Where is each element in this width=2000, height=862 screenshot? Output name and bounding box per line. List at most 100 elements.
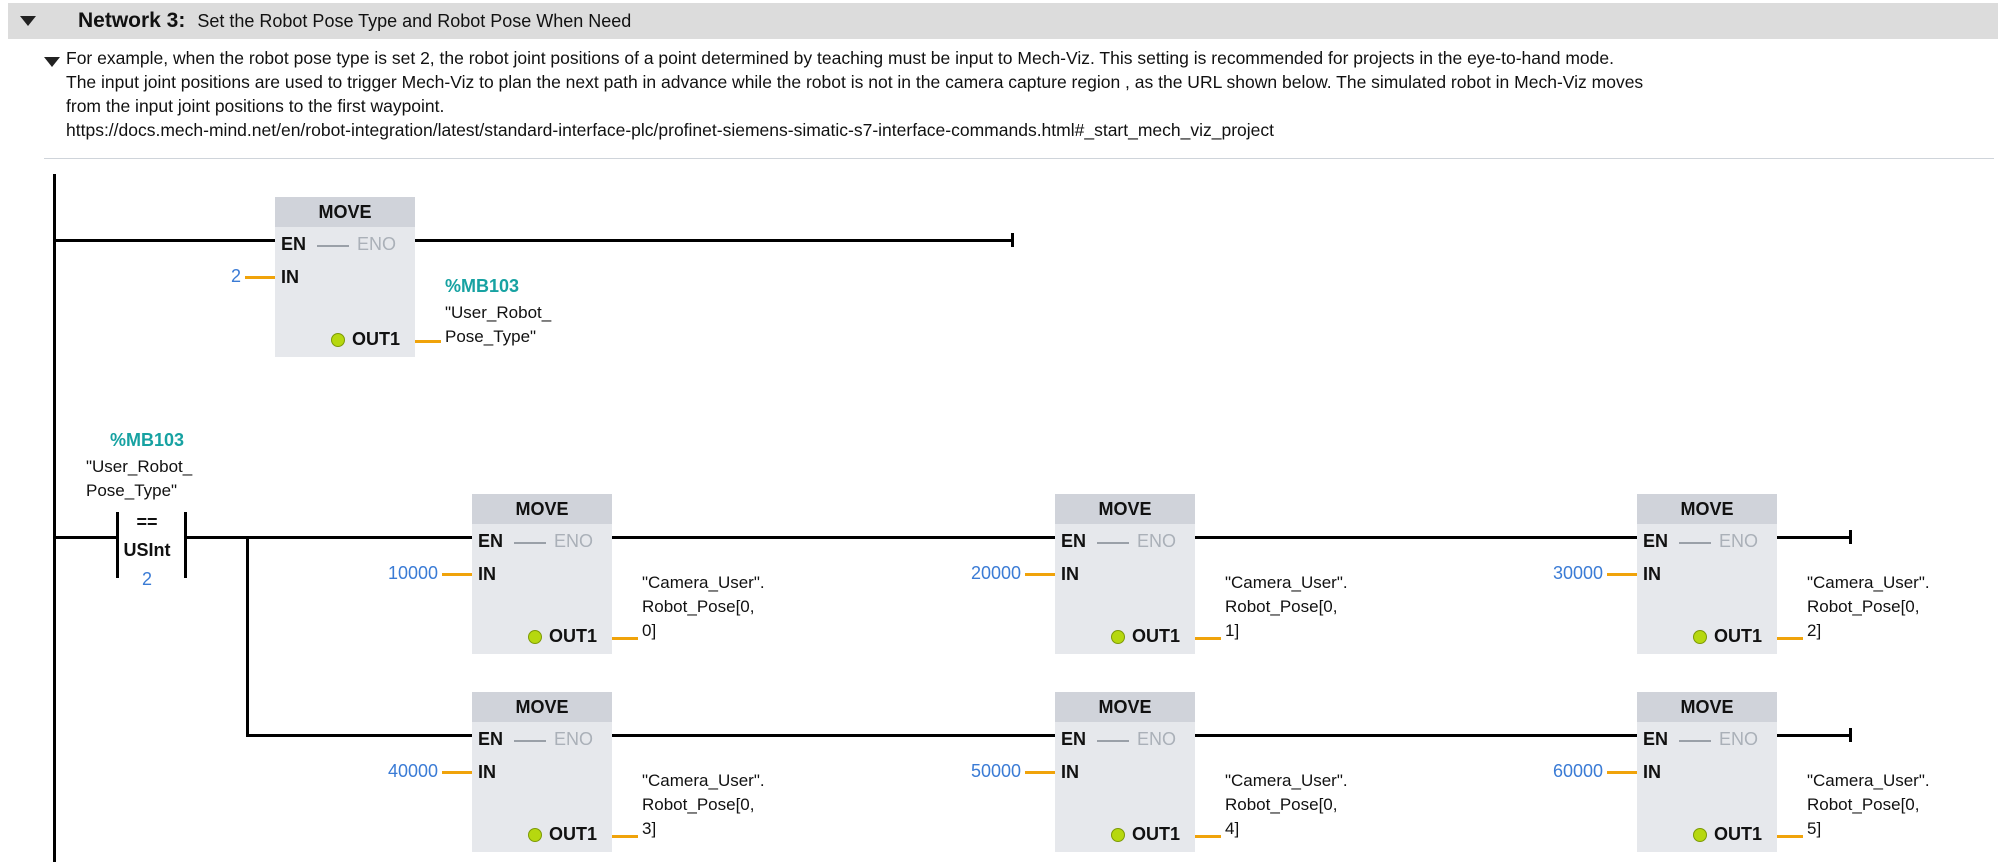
rung2-wire-out xyxy=(1776,536,1851,539)
move-title: MOVE xyxy=(1637,494,1777,524)
out-operand-symbol[interactable]: "Camera_User". Robot_Pose[0, 5] xyxy=(1807,771,1930,838)
in-operand-wire xyxy=(442,771,472,774)
out-operand-address[interactable]: %MB103 xyxy=(445,276,520,296)
pin-en: EN xyxy=(478,729,504,749)
pin-out1: OUT1 xyxy=(1132,626,1181,646)
move-title: MOVE xyxy=(472,494,612,524)
collapse-network-icon[interactable] xyxy=(20,16,36,26)
pin-eno: ENO xyxy=(1137,729,1177,749)
rung2-wire-2-3 xyxy=(1194,536,1637,539)
branch-wire-out xyxy=(1776,734,1851,737)
in-operand-value[interactable]: 60000 xyxy=(1552,761,1603,781)
out-operand-symbol[interactable]: "Camera_User". Robot_Pose[0, 0] xyxy=(642,573,765,640)
pin-eno: ENO xyxy=(1719,531,1759,551)
pin-eno: ENO xyxy=(1719,729,1759,749)
in-operand-value[interactable]: 30000 xyxy=(1552,563,1603,583)
pin-eno: ENO xyxy=(1137,531,1177,551)
move-box[interactable]: MOVE xyxy=(275,197,415,357)
compare-address[interactable]: %MB103 xyxy=(110,430,185,450)
comment-line: from the input joint positions to the fi… xyxy=(66,96,445,116)
out-operand-wire xyxy=(612,835,638,838)
move-title: MOVE xyxy=(1055,494,1195,524)
en-eno-line xyxy=(514,740,546,742)
collapse-comment-icon[interactable] xyxy=(44,57,60,67)
comment-url[interactable]: https://docs.mech-mind.net/en/robot-inte… xyxy=(66,120,1275,140)
branch-wire-1-2 xyxy=(612,734,1055,737)
rung2-wire-end xyxy=(1849,530,1852,544)
pin-in: IN xyxy=(1061,564,1079,584)
compare-operator: == xyxy=(136,512,158,532)
out-operand-symbol[interactable]: "Camera_User". Robot_Pose[0, 3] xyxy=(642,771,765,838)
move-box[interactable]: MOVE xyxy=(1637,692,1777,852)
move-title: MOVE xyxy=(1055,692,1195,722)
pin-out1: OUT1 xyxy=(1714,824,1763,844)
branch-wire-end xyxy=(1849,728,1852,742)
output-marker-icon xyxy=(528,630,542,644)
rung1-wire-in xyxy=(55,239,275,242)
power-rail xyxy=(53,174,56,862)
in-operand-value[interactable]: 2 xyxy=(230,266,241,286)
in-operand-value[interactable]: 50000 xyxy=(970,761,1021,781)
en-eno-line xyxy=(1097,542,1129,544)
pin-eno: ENO xyxy=(357,234,397,254)
out-operand-wire xyxy=(612,637,638,640)
out-operand-symbol[interactable]: "User_Robot_ Pose_Type" xyxy=(445,303,552,346)
in-operand-wire xyxy=(245,276,275,279)
rung2-branch-wire xyxy=(246,734,472,737)
in-operand-wire xyxy=(1025,573,1055,576)
rung2-wire-in xyxy=(55,536,117,539)
network-title[interactable]: Set the Robot Pose Type and Robot Pose W… xyxy=(197,10,632,31)
in-operand-value[interactable]: 20000 xyxy=(970,563,1021,583)
network-header[interactable]: Network 3: Set the Robot Pose Type and R… xyxy=(8,3,1998,39)
compare-value[interactable]: 2 xyxy=(142,569,153,589)
comment-line: The input joint positions are used to tr… xyxy=(66,72,1644,92)
move-box[interactable]: MOVE xyxy=(1055,692,1195,852)
out-operand-wire xyxy=(1777,637,1803,640)
pin-eno: ENO xyxy=(554,531,594,551)
output-marker-icon xyxy=(1693,828,1707,842)
out-operand-wire xyxy=(1777,835,1803,838)
move-box[interactable]: MOVE xyxy=(472,494,612,654)
out-operand-symbol[interactable]: "Camera_User". Robot_Pose[0, 2] xyxy=(1807,573,1930,640)
compare-symbol[interactable]: "User_Robot_ Pose_Type" xyxy=(86,457,193,500)
out-operand-wire xyxy=(415,340,441,343)
move-box[interactable]: MOVE xyxy=(1055,494,1195,654)
rung2-wire-main xyxy=(187,536,472,539)
in-operand-wire xyxy=(1607,573,1637,576)
output-marker-icon xyxy=(1693,630,1707,644)
in-operand-wire xyxy=(442,573,472,576)
out-operand-symbol[interactable]: "Camera_User". Robot_Pose[0, 1] xyxy=(1225,573,1348,640)
move-title: MOVE xyxy=(472,692,612,722)
out-operand-wire xyxy=(1195,835,1221,838)
pin-en: EN xyxy=(478,531,504,551)
pin-in: IN xyxy=(478,762,496,782)
in-operand-value[interactable]: 10000 xyxy=(387,563,438,583)
comment-line: For example, when the robot pose type is… xyxy=(66,48,1614,68)
pin-en: EN xyxy=(281,234,307,254)
pin-in: IN xyxy=(478,564,496,584)
en-eno-line xyxy=(317,245,349,247)
in-operand-wire xyxy=(1025,771,1055,774)
pin-out1: OUT1 xyxy=(1714,626,1763,646)
pin-out1: OUT1 xyxy=(352,329,401,349)
in-operand-wire xyxy=(1607,771,1637,774)
output-marker-icon xyxy=(331,333,345,347)
move-title: MOVE xyxy=(275,197,415,227)
pin-in: IN xyxy=(1643,564,1661,584)
out-operand-symbol[interactable]: "Camera_User". Robot_Pose[0, 4] xyxy=(1225,771,1348,838)
en-eno-line xyxy=(1679,740,1711,742)
move-box[interactable]: MOVE xyxy=(1637,494,1777,654)
pin-out1: OUT1 xyxy=(1132,824,1181,844)
pin-en: EN xyxy=(1061,531,1087,551)
rung1-wire-out xyxy=(415,239,1013,242)
network-label: Network 3: xyxy=(78,9,186,32)
en-eno-line xyxy=(514,542,546,544)
compare-contact[interactable]: == USInt xyxy=(116,512,187,578)
network-comment[interactable]: For example, when the robot pose type is… xyxy=(66,46,1991,142)
pin-en: EN xyxy=(1643,729,1669,749)
in-operand-value[interactable]: 40000 xyxy=(387,761,438,781)
out-operand-wire xyxy=(1195,637,1221,640)
rung1-wire-end xyxy=(1011,233,1014,247)
move-box[interactable]: MOVE xyxy=(472,692,612,852)
branch-wire-2-3 xyxy=(1194,734,1637,737)
